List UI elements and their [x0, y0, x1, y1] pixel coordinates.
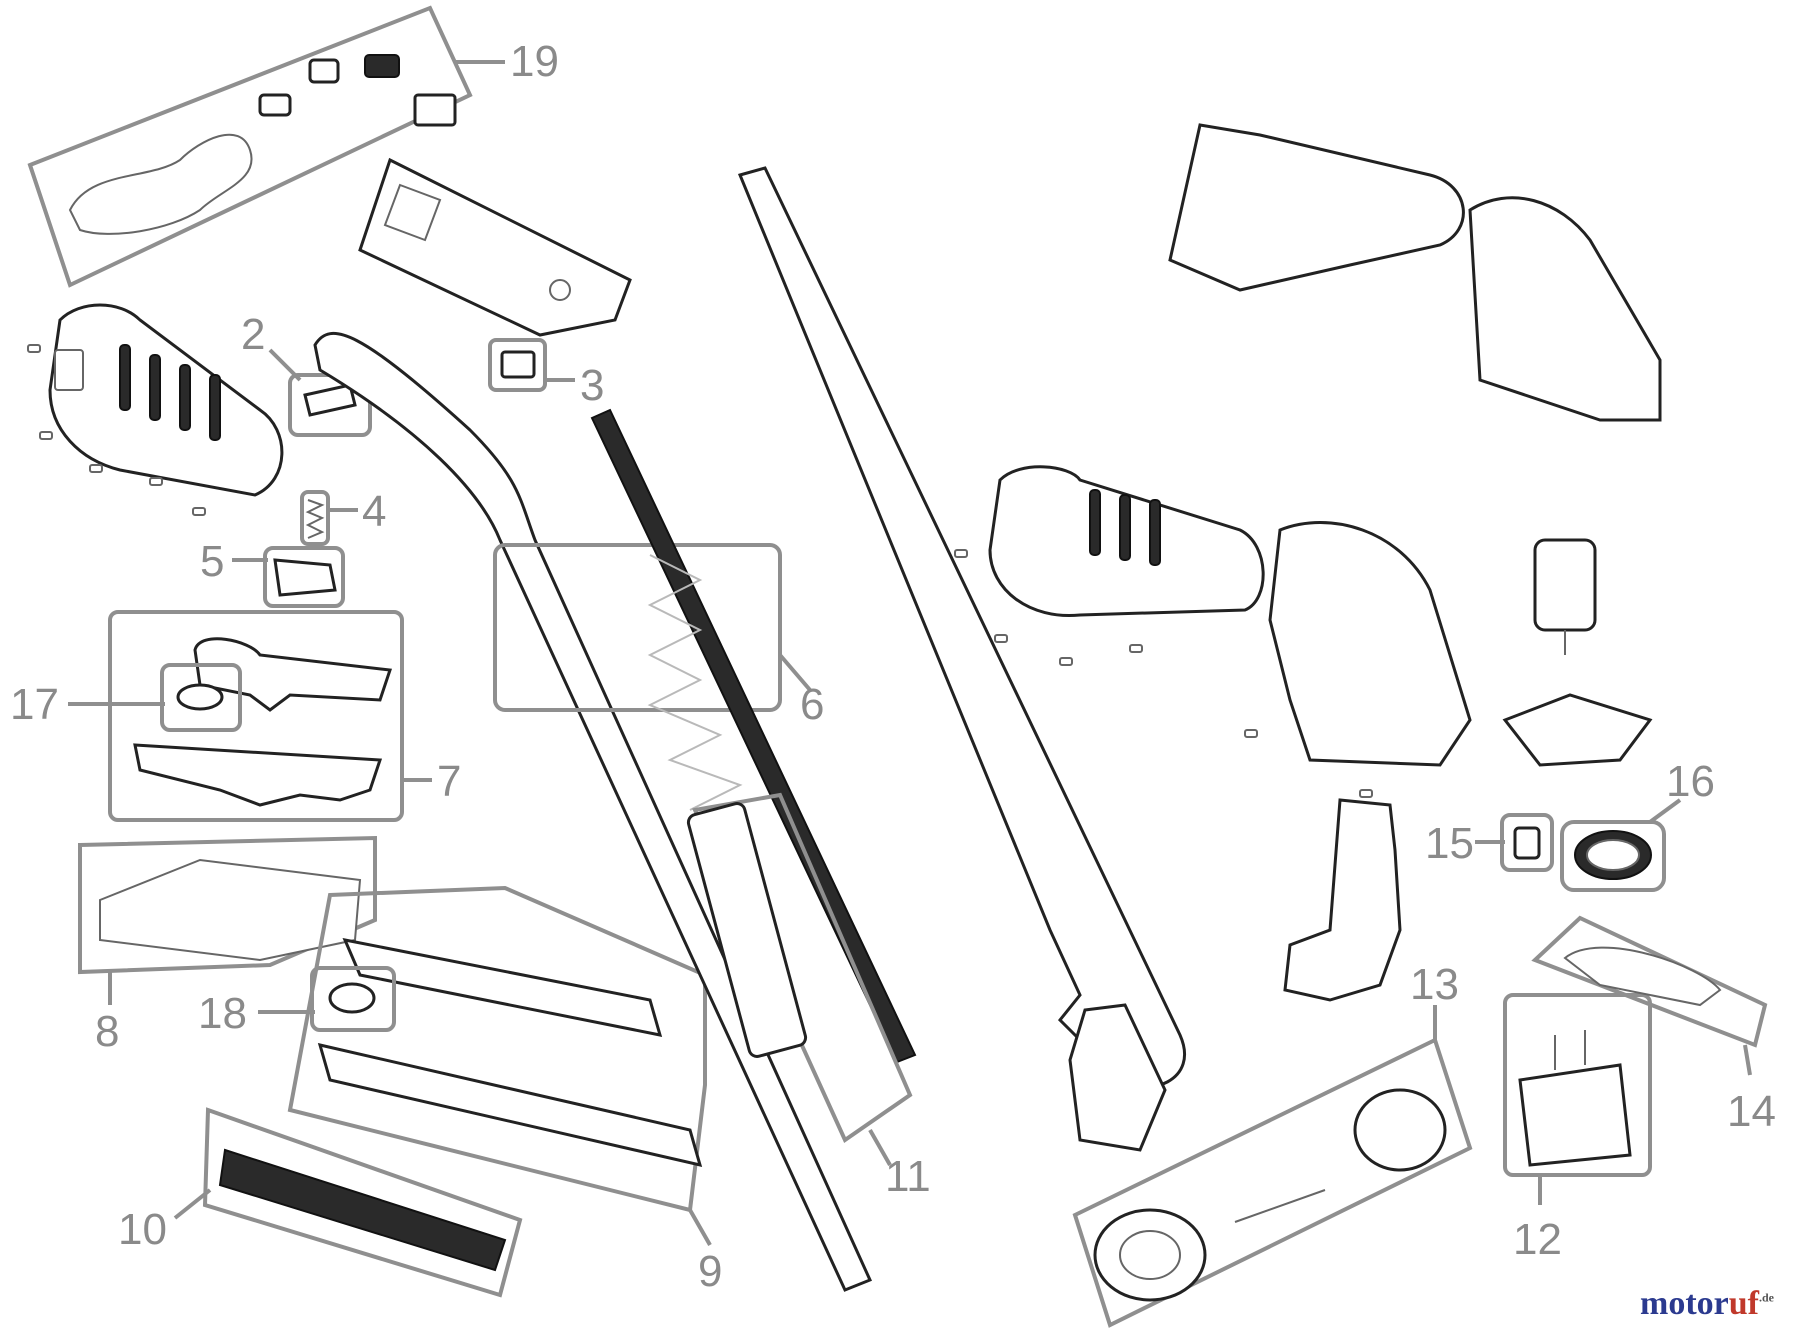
part-19-accessory-tray	[27, 5, 505, 288]
callout-18: 18	[198, 989, 247, 1038]
part-2-switch	[268, 348, 372, 437]
part-13-wheel-set	[1072, 1005, 1473, 1328]
callout-2: 2	[241, 310, 266, 359]
handle-housing-right	[988, 465, 1472, 767]
callout-4: 4	[362, 487, 387, 536]
part-15-cap	[1475, 813, 1554, 872]
gear-plate	[1502, 693, 1653, 767]
callout-6: 6	[800, 680, 825, 729]
part-7-shrub-blade-set	[108, 610, 432, 822]
part-10-blade-guard	[173, 1107, 523, 1298]
part-3-clip	[488, 338, 575, 392]
part-18-ring	[258, 966, 396, 1032]
housing-shell-upper-left	[358, 157, 632, 337]
brand-text-blue: motor	[1640, 1285, 1729, 1322]
part-16-gear	[1560, 798, 1682, 892]
motor	[1533, 538, 1597, 655]
callout-12: 12	[1513, 1215, 1562, 1264]
brand-watermark: motoruf.de	[1640, 1285, 1774, 1323]
part-12-charger	[1503, 993, 1652, 1205]
part-6-spiral-cable	[493, 408, 917, 1064]
callout-7: 7	[437, 757, 462, 806]
part-4-spring	[300, 490, 358, 546]
part-5-trigger	[232, 546, 345, 608]
callout-3: 3	[580, 361, 605, 410]
part-8-blade-cover	[78, 835, 377, 1005]
callout-11: 11	[885, 1152, 931, 1201]
callout-15: 15	[1425, 819, 1474, 868]
callout-19: 19	[510, 37, 559, 86]
part-14-charger-stand	[1531, 915, 1768, 1076]
wheel-bracket	[1283, 798, 1402, 1002]
part-9-hedge-blade-set	[287, 885, 712, 1246]
callout-10: 10	[118, 1205, 167, 1254]
lower-grip	[1068, 1003, 1167, 1152]
handle-housing-left	[48, 303, 284, 497]
callout-5: 5	[200, 537, 225, 586]
callout-14: 14	[1727, 1087, 1776, 1136]
callout-13: 13	[1410, 960, 1459, 1009]
brand-text-red: uf	[1728, 1285, 1759, 1322]
callout-8: 8	[95, 1007, 120, 1056]
brand-suffix: .de	[1758, 1290, 1774, 1305]
callout-9: 9	[698, 1247, 723, 1296]
part-11-battery-pack	[686, 792, 913, 1166]
housing-shell-right-upper	[1168, 123, 1662, 422]
part-17-ring	[68, 663, 242, 732]
callout-16: 16	[1666, 757, 1715, 806]
screws	[27, 344, 1373, 798]
callout-17: 17	[10, 680, 59, 729]
